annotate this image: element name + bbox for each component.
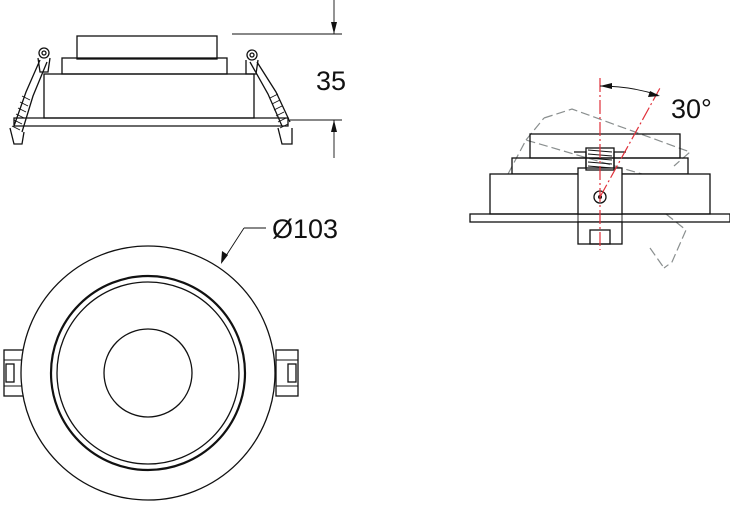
height-label: 35 <box>316 66 346 96</box>
diameter-dimension: Ø103 <box>221 214 338 264</box>
diameter-label: Ø103 <box>272 214 338 244</box>
reflector-inner-ring <box>56 281 240 465</box>
lens-circle <box>103 328 193 418</box>
front-view: Ø103 <box>3 214 338 501</box>
right-clip-tab <box>275 349 299 397</box>
height-dimension: 35 <box>232 0 346 158</box>
right-spring-clip <box>245 49 293 145</box>
left-spring-clip <box>9 47 51 145</box>
outer-flange-circle <box>20 245 276 501</box>
tilt-view: 30° <box>469 78 730 269</box>
side-view: 35 <box>9 0 346 158</box>
tilt-axes <box>599 78 661 250</box>
tilt-angle-label: 30° <box>671 94 712 124</box>
reflector-outer-ring <box>49 274 247 472</box>
tilt-angle-dimension: 30° <box>599 83 712 124</box>
